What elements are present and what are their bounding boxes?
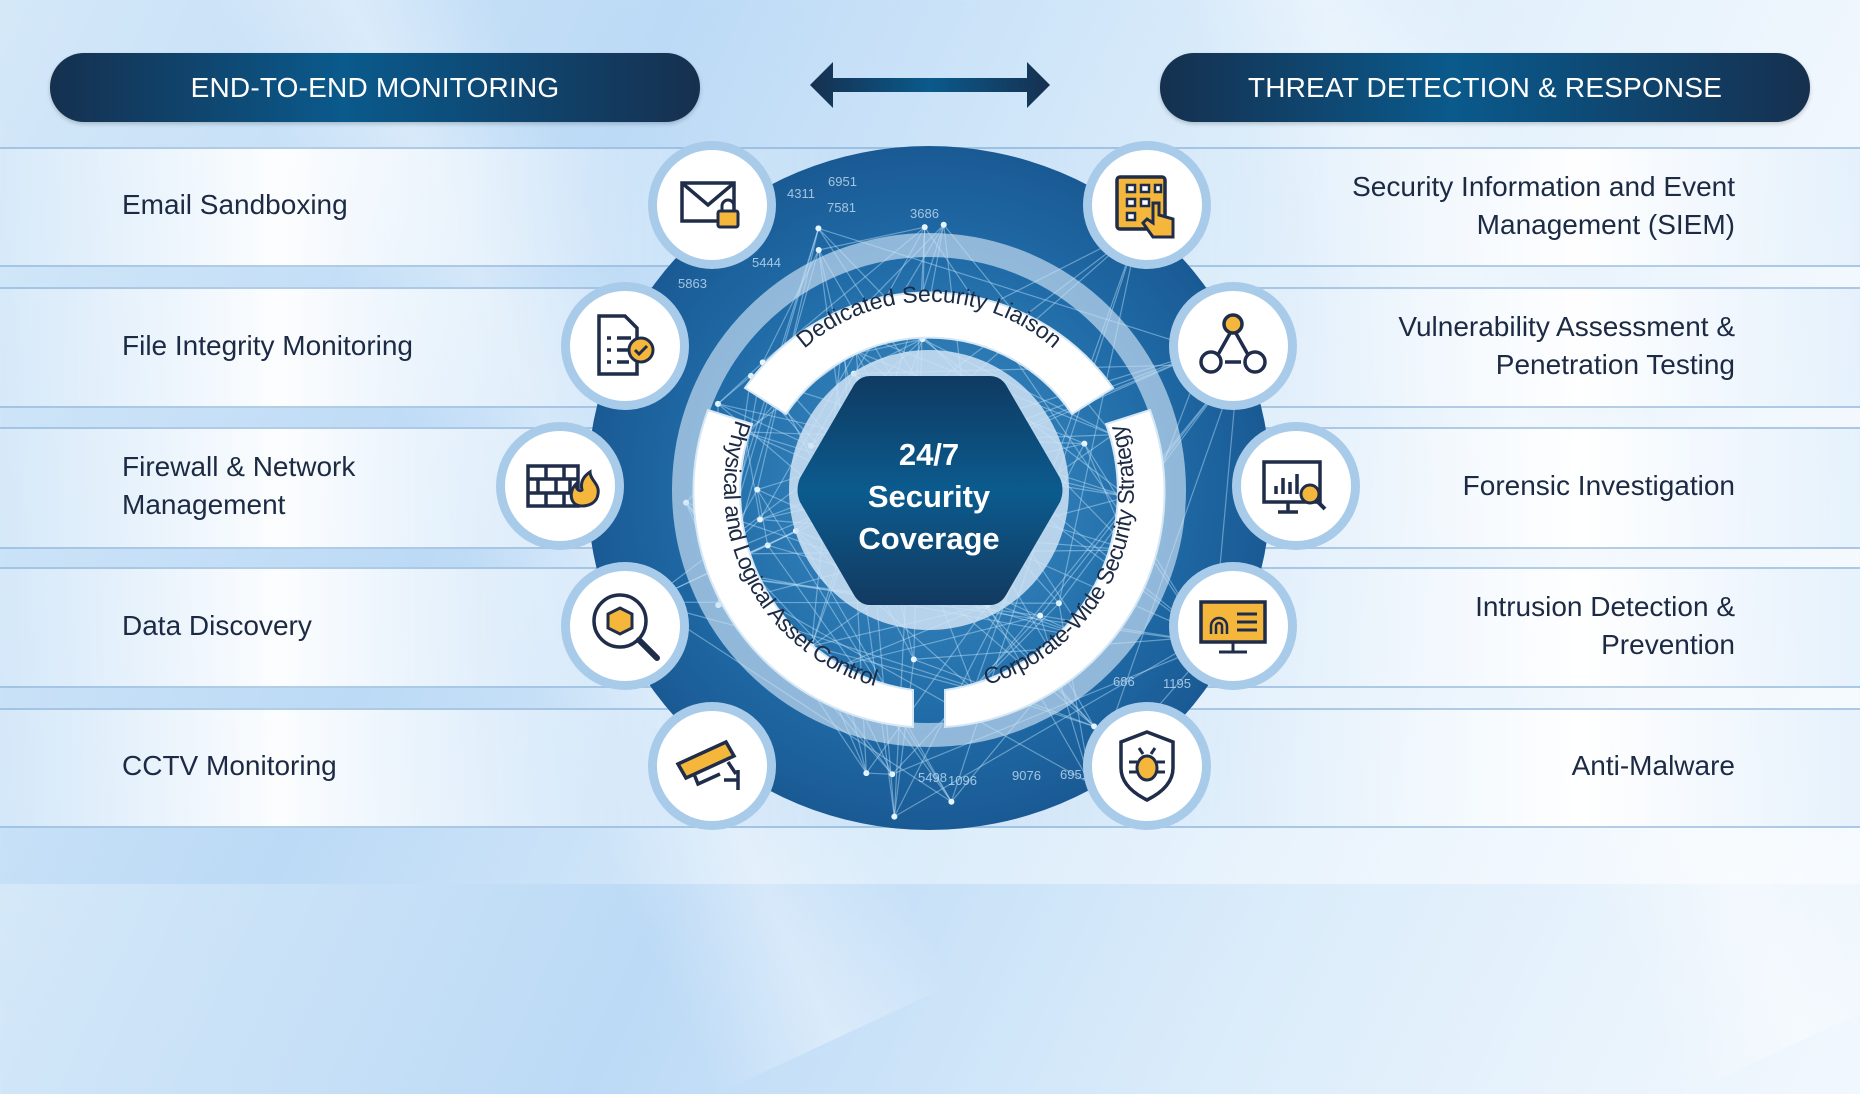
document-check-icon	[561, 282, 689, 410]
network-node	[948, 799, 954, 805]
email-lock-icon	[648, 141, 776, 269]
network-node	[922, 224, 928, 230]
network-node	[889, 771, 895, 777]
monitor-chart-search-icon	[1232, 422, 1360, 550]
network-number: 5498	[918, 770, 947, 785]
network-node	[816, 247, 822, 253]
network-number: 7581	[827, 200, 856, 215]
center-title-line: 24/7	[899, 437, 959, 472]
network-number: 5444	[752, 255, 781, 270]
fingerprint-monitor-icon	[1169, 562, 1297, 690]
network-number: 9076	[1012, 768, 1041, 783]
center-title-line: Security	[868, 479, 991, 514]
network-number: 686	[1113, 674, 1135, 689]
network-number: 1096	[948, 773, 977, 788]
shield-bug-icon	[1083, 702, 1211, 830]
network-nodes-icon	[1169, 282, 1297, 410]
security-diagram: 4311 6951 5863 3686 5444 7581 686 1195 5…	[0, 0, 1860, 884]
network-number: 3686	[910, 206, 939, 221]
network-node	[911, 656, 917, 662]
network-node	[815, 225, 821, 231]
search-cube-icon	[561, 562, 689, 690]
network-number: 4311	[787, 186, 815, 201]
cctv-camera-icon	[648, 702, 776, 830]
network-node	[891, 814, 897, 820]
network-node	[1037, 613, 1043, 619]
network-number: 6951	[828, 174, 857, 189]
double-arrow-icon	[810, 62, 1050, 108]
network-number: 5863	[678, 276, 707, 291]
firewall-icon	[496, 422, 624, 550]
network-node	[941, 222, 947, 228]
center-title-line: Coverage	[858, 521, 999, 556]
keypad-touch-icon	[1083, 141, 1211, 269]
network-number: 1195	[1163, 676, 1191, 691]
